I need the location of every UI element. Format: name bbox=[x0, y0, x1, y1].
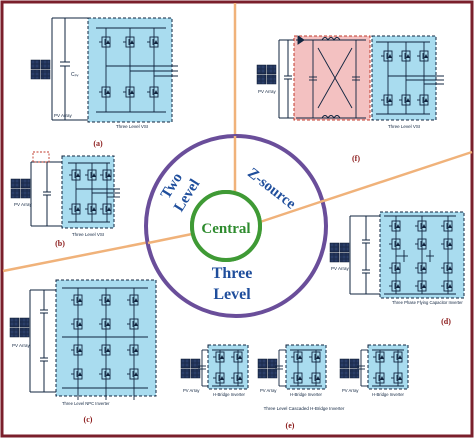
panel-e-bridge-2: PV Array H-Bridge Inverter bbox=[257, 344, 327, 397]
panel-a-cap-label: Cₚᵥ bbox=[71, 72, 79, 78]
panel-f-letter: (f) bbox=[352, 154, 360, 163]
panel-b-letter: (b) bbox=[55, 239, 65, 248]
panel-f-inverter-block bbox=[371, 35, 437, 121]
pv-array-icon bbox=[10, 178, 31, 199]
panel-e-bridge-label-2: H-Bridge Inverter bbox=[290, 392, 322, 397]
panel-e-inverter-label: Three Level Cascaded H-Bridge Inverter bbox=[264, 406, 345, 411]
pv-array-icon bbox=[180, 358, 201, 379]
divider-right-inner bbox=[259, 198, 327, 224]
inner-circle-top bbox=[190, 190, 262, 262]
panel-b-inverter-label: Three Level VSI bbox=[72, 232, 104, 237]
pv-array-icon bbox=[329, 242, 350, 263]
panel-c-inverter-label: Three Level NPC Inverter bbox=[62, 401, 110, 406]
divider-left-inner bbox=[147, 232, 193, 245]
panel-a-letter: (a) bbox=[93, 139, 103, 148]
panel-d-pv-label: PV Array bbox=[331, 266, 350, 271]
panel-c-pv-label: PV Array bbox=[12, 343, 31, 348]
panel-c: PV Array Three Level NPC Inverter (c) bbox=[9, 279, 157, 424]
panel-f-zsource-block bbox=[293, 35, 371, 121]
pv-array-icon bbox=[256, 64, 277, 85]
panel-f-pv-label: PV Array bbox=[258, 89, 277, 94]
pv-array-icon bbox=[257, 358, 278, 379]
panel-e-pv-label-3: PV Array bbox=[342, 388, 359, 393]
panel-a-inverter-label: Three Level VSI bbox=[116, 124, 148, 129]
panel-a: Cₚᵥ PV Array Three Level VSI (a) bbox=[30, 17, 178, 148]
panel-e-pv-label-2: PV Array bbox=[260, 388, 277, 393]
panel-d-letter: (d) bbox=[441, 317, 451, 326]
panel-c-letter: (c) bbox=[84, 415, 93, 424]
pv-array-icon bbox=[9, 317, 30, 338]
panel-a-pv-label: PV Array bbox=[54, 113, 73, 118]
panel-e-bridge-3: PV Array H-Bridge Inverter bbox=[339, 344, 409, 397]
panel-d: PV Array Three Phase Flying Capacitor In… bbox=[329, 211, 465, 326]
panel-e: PV Array H-Bridge Inverter PV Array H-Br… bbox=[180, 344, 409, 430]
panel-e-bridge-label-1: H-Bridge Inverter bbox=[213, 392, 245, 397]
central-label: Central bbox=[201, 221, 250, 237]
panel-f: PV Array Three Level VSI (f) bbox=[256, 35, 444, 163]
panel-e-letter: (e) bbox=[286, 421, 295, 430]
panel-e-pv-label-1: PV Array bbox=[183, 388, 200, 393]
pv-array-icon bbox=[339, 358, 360, 379]
panel-b-pv-label: PV Array bbox=[14, 202, 33, 207]
panel-e-bridge-label-3: H-Bridge Inverter bbox=[372, 392, 404, 397]
panel-d-inverter-label: Three Phase Flying Capacitor Inverter bbox=[392, 300, 463, 305]
panel-f-zsource-network bbox=[296, 35, 366, 119]
panel-b-inverter-block bbox=[61, 155, 115, 229]
panel-b-boost-box bbox=[32, 151, 50, 163]
three-level-line1: Three bbox=[212, 265, 253, 282]
panel-e-bridge-1: PV Array H-Bridge Inverter bbox=[180, 344, 249, 397]
pv-array-icon bbox=[30, 59, 51, 80]
panel-b: PV Array Three Level VSI (b) bbox=[10, 151, 120, 248]
three-level-line2: Level bbox=[213, 286, 251, 303]
panel-f-inverter-label: Three Level VSI bbox=[388, 124, 420, 129]
